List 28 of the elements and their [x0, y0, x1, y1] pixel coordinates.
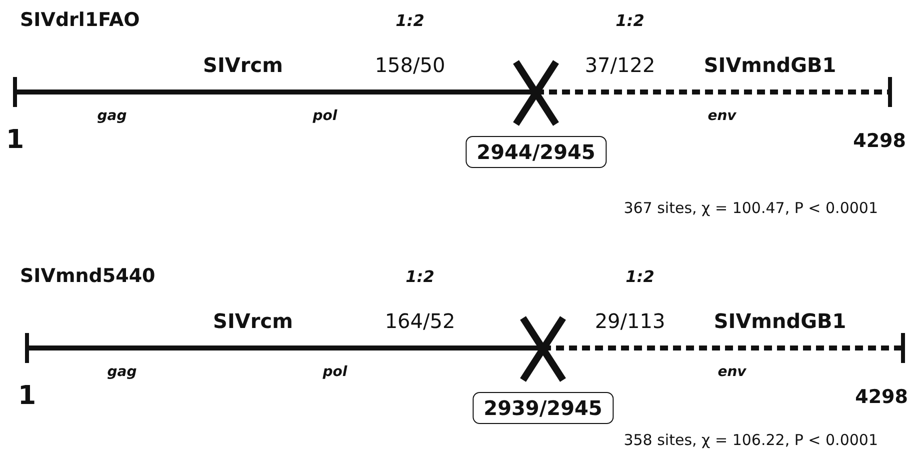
- gene-label: pol: [312, 109, 338, 124]
- breakpoint-box: 2944/2945: [466, 136, 606, 168]
- site-count-label: 164/52: [384, 310, 456, 332]
- ratio-label: 1:2: [406, 268, 434, 286]
- gene-label: pol: [322, 365, 348, 380]
- breakpoint-box: 2939/2945: [472, 392, 614, 424]
- gene-label: env: [708, 109, 736, 124]
- end-position-label: 4298: [853, 131, 906, 152]
- parent-strain-label: SIVmndGB1: [714, 310, 846, 332]
- gene-label: env: [718, 365, 746, 380]
- site-count-label: 37/122: [584, 54, 656, 76]
- start-position-label: 1: [18, 382, 36, 411]
- gene-label: gag: [97, 109, 127, 124]
- parent-strain-label: SIVmndGB1: [704, 54, 836, 76]
- sequence-name: SIVmnd5440: [20, 266, 156, 287]
- gene-label: gag: [107, 365, 137, 380]
- parent-strain-label: SIVrcm: [203, 54, 283, 76]
- ratio-label: 1:2: [626, 268, 654, 286]
- end-position-label: 4298: [855, 387, 908, 408]
- sequence-name: SIVdrl1FAO: [20, 10, 140, 31]
- start-position-label: 1: [6, 126, 24, 155]
- statistics-note: 358 sites, χ = 106.22, P < 0.0001: [624, 432, 878, 448]
- site-count-label: 29/113: [594, 310, 666, 332]
- ratio-label: 1:2: [616, 12, 644, 30]
- parent-strain-label: SIVrcm: [213, 310, 293, 332]
- site-count-label: 158/50: [374, 54, 446, 76]
- statistics-note: 367 sites, χ = 100.47, P < 0.0001: [624, 200, 878, 216]
- ratio-label: 1:2: [396, 12, 424, 30]
